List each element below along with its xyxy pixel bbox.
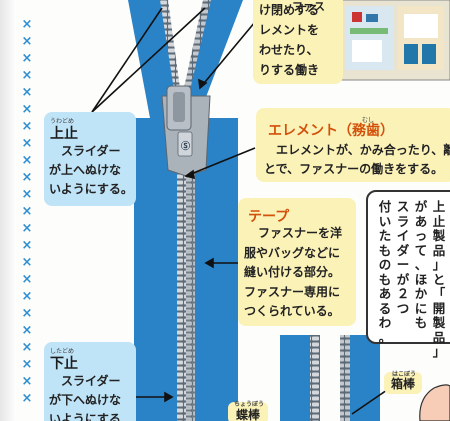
x-mark: ×: [21, 68, 33, 83]
box-rod-label: はこぼう 箱棒: [384, 371, 422, 394]
x-mark: ×: [21, 85, 33, 100]
top-stop-furigana: うわどめ: [50, 118, 75, 125]
x-mark: ×: [21, 306, 33, 321]
top-stop-note: うわどめ 上止 スライダー が上へぬけな いようにする。: [44, 112, 136, 206]
top-note-line: わせたり、: [259, 43, 319, 57]
element-title: エレメント（務歯）: [268, 123, 394, 139]
box-rod-furigana: はこぼう: [392, 371, 417, 378]
top-note-snippet: ファス: [292, 0, 325, 13]
top-note-line: け閉めする: [259, 3, 320, 17]
tape-line: 縫い付ける部分。: [244, 265, 341, 279]
bottom-stop-title: 下止: [50, 356, 78, 372]
element-line: エレメントが、かみ合ったり、離: [276, 143, 450, 157]
x-mark: ×: [21, 289, 33, 304]
x-mark: ×: [21, 221, 33, 236]
bottom-stop-line: スライダー: [61, 374, 121, 388]
x-mark: ×: [21, 323, 33, 338]
x-mark: ×: [21, 136, 33, 151]
x-mark: ×: [21, 204, 33, 219]
bottom-stop-furigana: したどめ: [50, 348, 75, 355]
tape-line: つくられている。: [244, 304, 340, 318]
x-mark: ×: [21, 119, 33, 134]
x-mark: ×: [21, 170, 33, 185]
bottom-stop-line: いようにする: [49, 412, 121, 421]
character-figure: [419, 384, 450, 421]
x-mark: ×: [21, 187, 33, 202]
top-stop-line: スライダー: [61, 144, 121, 158]
screw-rod-text: 蝶棒: [235, 408, 260, 421]
x-mark: ×: [21, 51, 33, 66]
x-mark: ×: [21, 34, 33, 49]
element-note: むし エレメント（務歯） エレメントが、かみ合ったり、離 とで、ファスナーの働き…: [256, 108, 450, 182]
element-line: とで、ファスナーの働きをする。: [264, 162, 444, 176]
top-note-text: け閉めする レメントを わせたり、 りする働き: [259, 0, 319, 80]
bottom-stop-line: が下へぬけな: [49, 393, 122, 407]
page-gutter: [0, 0, 14, 421]
top-stop-line: が上へぬけな: [49, 163, 122, 177]
speech-column: 付いたものもあるわ。: [378, 199, 392, 345]
zipper-teeth-right-open: [184, 0, 211, 90]
top-note-line: りする働き: [259, 63, 320, 77]
tape-line: 服やバッグなどに: [244, 245, 341, 260]
top-note: け閉めする レメントを わせたり、 りする働き: [253, 0, 343, 84]
x-mark: ×: [21, 153, 33, 168]
zipper-teeth-left-open: [160, 0, 180, 90]
top-stop-title: 上止: [50, 126, 78, 142]
svg-text:Ⓢ: Ⓢ: [181, 140, 190, 152]
x-mark: ×: [21, 272, 33, 287]
tape-line: ファスナー専用に: [244, 284, 341, 299]
screw-rod-label: ちょうぼう 蝶棒: [228, 401, 268, 421]
bottom-stop-note: したどめ 下止 スライダー が下へぬけな いようにする: [44, 342, 136, 421]
box-rod-text: 箱棒: [390, 377, 415, 391]
book-thumbnail: [339, 0, 450, 81]
speech-column: 上止製品」と「開製品」: [432, 199, 446, 359]
x-mark: ×: [21, 374, 33, 389]
x-mark: ×: [21, 340, 33, 355]
speech-bubble: [366, 190, 450, 344]
tape-line: ファスナーを洋: [258, 226, 343, 240]
top-note-line: レメントを: [259, 23, 320, 37]
x-mark: ×: [21, 391, 33, 406]
element-furigana: むし: [362, 117, 375, 124]
zipper-pull-tab: [166, 85, 192, 131]
top-stop-line: いようにする。: [49, 182, 133, 196]
x-mark: ×: [21, 102, 33, 117]
x-mark: ×: [21, 255, 33, 270]
x-mark: ×: [21, 357, 33, 372]
x-mark: ×: [21, 238, 33, 253]
x-mark: ×: [21, 17, 33, 32]
speech-column: があって、ほかにも: [414, 199, 428, 330]
tape-note: テープ ファスナーを洋 服やバッグなどに 縫い付ける部分。 ファスナー専用に つ…: [238, 198, 356, 326]
screw-rod-furigana: ちょうぼう: [234, 401, 265, 408]
side-decoration: × × × × × × × × × × × × × × × × × × × × × × ×: [20, 16, 34, 407]
tape-title: テープ: [248, 209, 290, 225]
